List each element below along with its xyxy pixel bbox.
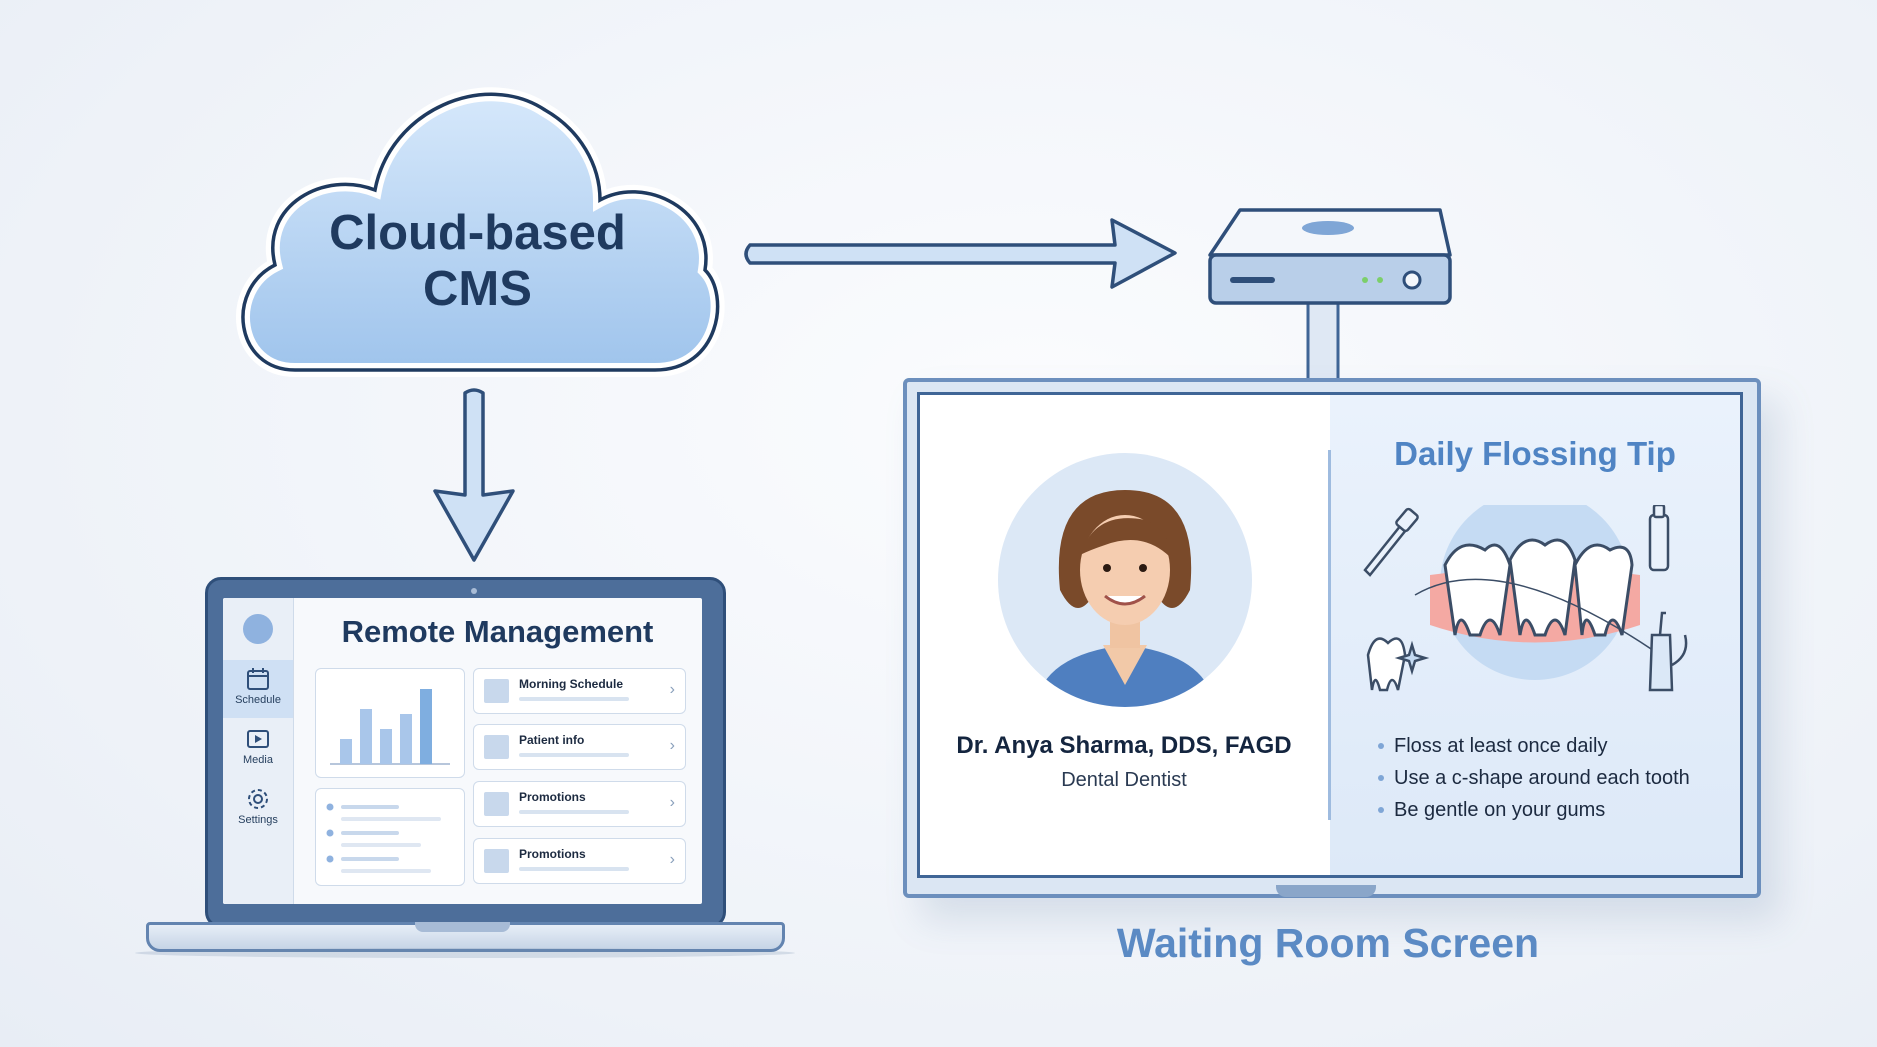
- bar-chart-thumbnail: [330, 689, 450, 765]
- cloud-title: Cloud-based CMS: [225, 205, 730, 317]
- tip-list: Floss at least once daily Use a c-shape …: [1378, 730, 1690, 826]
- media-icon: [247, 730, 269, 748]
- toothbrush-icon: [1363, 507, 1419, 577]
- chevron-right-icon: ›: [669, 737, 675, 754]
- list-item-morning-schedule[interactable]: Morning Schedule ›: [473, 668, 686, 714]
- sidebar-item-label: Settings: [238, 814, 278, 826]
- list-item-label: Morning Schedule: [519, 677, 624, 691]
- doctor-title: Dental Dentist: [1061, 769, 1187, 791]
- cloud-title-line1: Cloud-based: [329, 206, 626, 260]
- tip-item: Use a c-shape around each tooth: [1378, 762, 1690, 794]
- list-lines-thumbnail: [326, 803, 441, 873]
- tooth-logo-icon: [243, 614, 273, 644]
- remote-management-title: Remote Management: [341, 614, 654, 649]
- list-item-promotions[interactable]: Promotions ›: [473, 781, 686, 827]
- list-item-patient-info[interactable]: Patient info ›: [473, 724, 686, 770]
- list-item-placeholder-line: [519, 810, 629, 814]
- tip-item: Floss at least once daily: [1378, 730, 1690, 762]
- arrow-right-icon: [744, 218, 1177, 289]
- laptop-trackpad-notch: [415, 922, 510, 932]
- list-card[interactable]: [315, 788, 465, 886]
- doctor-name: Dr. Anya Sharma, DDS, FAGD: [956, 732, 1292, 759]
- tooth-sparkle-icon: [1366, 637, 1430, 692]
- calendar-icon: [247, 668, 269, 690]
- laptop-camera: [471, 588, 477, 594]
- sidebar-item-label: Schedule: [235, 694, 281, 706]
- sidebar: Schedule Media Settings: [223, 598, 294, 904]
- chevron-right-icon: ›: [669, 681, 675, 698]
- toothpaste-icon: [1648, 505, 1670, 572]
- sidebar-item-settings[interactable]: Settings: [223, 780, 293, 838]
- list-item-label: Promotions: [519, 847, 586, 861]
- list-item-placeholder-line: [519, 697, 629, 701]
- waiting-room-caption: Waiting Room Screen: [1116, 920, 1540, 966]
- laptop-screen: Schedule Media Settings Remote Managemen…: [223, 598, 702, 904]
- thumbnail: [484, 849, 509, 873]
- cloud-shape: [236, 87, 725, 377]
- tv-screen: Dr. Anya Sharma, DDS, FAGD Dental Dentis…: [917, 392, 1743, 878]
- chevron-right-icon: ›: [669, 851, 675, 868]
- gear-icon: [248, 789, 268, 809]
- laptop-shadow: [135, 948, 795, 958]
- tip-title: Daily Flossing Tip: [1394, 435, 1676, 472]
- list-item-placeholder-line: [519, 753, 629, 757]
- list-item-label: Patient info: [519, 733, 585, 747]
- sidebar-item-label: Media: [243, 754, 273, 766]
- screen-divider: [1328, 450, 1331, 820]
- chart-card[interactable]: [315, 668, 465, 778]
- teeth-illustration: [1363, 505, 1688, 692]
- list-item-promotions[interactable]: Promotions ›: [473, 838, 686, 884]
- arrow-down-icon: [433, 388, 515, 562]
- thumbnail: [484, 735, 509, 759]
- list-item-placeholder-line: [519, 867, 629, 871]
- cloud-title-line2: CMS: [423, 262, 532, 316]
- tv-stand: [1276, 885, 1376, 897]
- thumbnail: [484, 792, 509, 816]
- sidebar-item-schedule[interactable]: Schedule: [223, 660, 293, 718]
- list-item-label: Promotions: [519, 790, 586, 804]
- water-flosser-icon: [1648, 611, 1688, 692]
- sidebar-item-media[interactable]: Media: [223, 720, 293, 778]
- media-player-device: [1208, 208, 1452, 385]
- tip-item: Be gentle on your gums: [1378, 794, 1690, 826]
- chevron-right-icon: ›: [669, 794, 675, 811]
- thumbnail: [484, 679, 509, 703]
- doctor-portrait: [998, 453, 1252, 707]
